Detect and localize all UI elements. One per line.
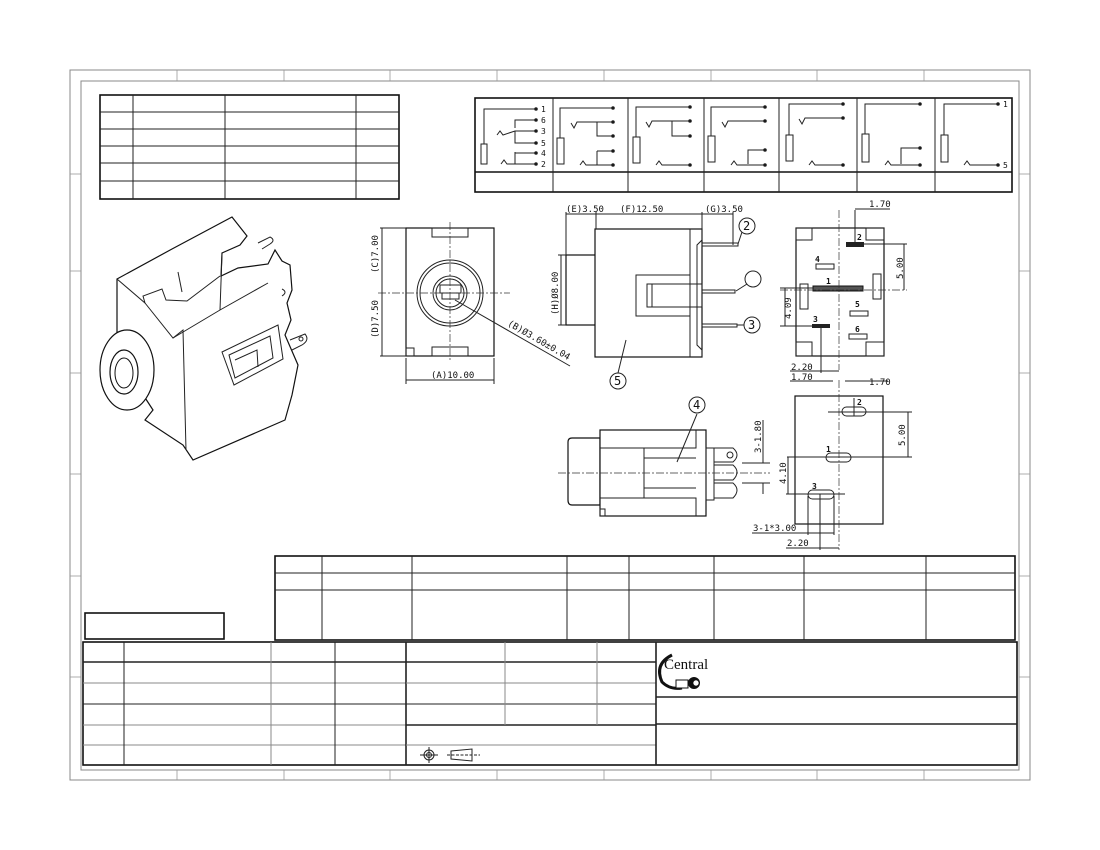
schematic-1 [480,107,538,166]
top-side-view [558,396,770,517]
schematic-1-pin-6: 6 [541,116,546,125]
pcb-pin-3: 3 [812,482,817,491]
dim-1-70-right: 1.70 [869,378,891,388]
callout-bubble-3: 3 [748,318,755,332]
dim-e-3-50: (E)3.50 [566,205,604,215]
dim-5-00-bottom-view: 5.00 [896,257,906,279]
schematic-7 [940,102,1000,167]
schematic-1-pin-5: 5 [541,139,546,148]
bottom-pin-view [780,208,907,382]
dim-g-3-50: (G)3.50 [705,205,743,215]
bottom-pin-1: 1 [826,277,831,286]
dim-2-20-bottom-view: 2.20 [791,363,813,373]
schematic-1-pin-3: 3 [541,127,546,136]
schematic-6 [861,102,922,167]
schematic-7-pin-5: 5 [1003,161,1008,170]
revision-table [99,94,400,200]
bottom-pin-3: 3 [813,315,818,324]
company-logo-text: Central [664,657,708,673]
dim-3-1-80: 3-1.80 [754,420,764,453]
central-logo-icon [658,653,700,690]
front-view [378,222,571,384]
bottom-pin-5: 5 [855,300,860,309]
dim-1-70-left: 1.70 [791,373,813,383]
dim-1-70-top: 1.70 [869,200,891,210]
dim-a-10-00: (A)10.00 [431,371,474,381]
pcb-layout-view [752,380,912,550]
pcb-pin-1: 1 [826,445,831,454]
dim-f-12-50: (F)12.50 [620,205,663,215]
isometric-view [99,216,308,461]
dim-c-7-00: (C)7.00 [371,235,381,273]
switch-schematics-table: 1 6 3 5 4 2 [474,97,1013,193]
schematic-2 [556,106,615,167]
part-number-box [84,612,225,640]
title-block: Central [82,641,1018,766]
bottom-pin-6: 6 [855,325,860,334]
schematic-1-pin-1: 1 [541,105,546,114]
callout-bubble-2: 2 [743,219,750,233]
drawing-frame [69,69,1031,781]
dim-d-7-50: (D)7.50 [371,300,381,338]
schematic-4 [707,105,767,167]
dim-4-09: 4.09 [784,297,794,319]
dim-5-00-pcb: 5.00 [898,424,908,446]
callout-bubble-4: 4 [693,398,700,412]
pcb-pin-2: 2 [857,398,862,407]
schematic-7-pin-1: 1 [1003,100,1008,109]
schematic-5 [785,102,845,167]
dim-2-20-pcb: 2.20 [787,539,809,549]
callout-bubble-5: 5 [614,374,621,388]
spec-table [274,555,1016,641]
schematic-1-pin-2: 2 [541,160,546,169]
side-view [558,212,762,390]
dim-4-10: 4.10 [779,462,789,484]
bottom-pin-4: 4 [815,255,820,264]
projection-symbol-icon [420,747,480,763]
dim-h-8-00: (H)Ø8.00 [550,272,561,315]
bottom-pin-2: 2 [857,233,862,242]
schematic-1-pin-4: 4 [541,149,546,158]
dim-3-1x3-00: 3-1*3.00 [753,524,796,534]
schematic-3 [632,105,692,167]
